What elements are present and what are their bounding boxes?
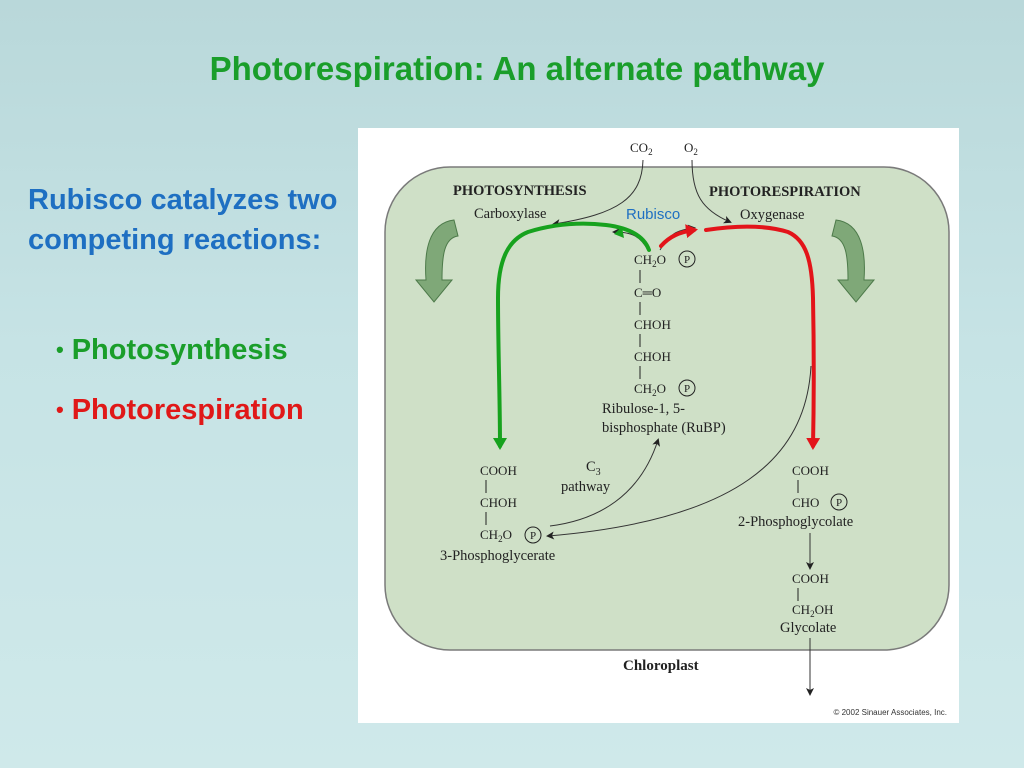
pga-structure: COOH CHOH CH2O P 3-Phosphoglycerate [440, 463, 555, 564]
svg-text:CH2O: CH2O [634, 252, 666, 269]
phosphate-icon: P [836, 497, 842, 509]
oxygenase-label: Oxygenase [740, 207, 804, 223]
phosphate-icon: P [684, 383, 690, 395]
svg-text:CHOH: CHOH [634, 317, 671, 332]
bullet-photosynthesis: •Photosynthesis [56, 334, 288, 366]
rubp-structure: CH2O P C═O CHOH CHOH CH2O P Ribulose-1, … [602, 250, 726, 436]
slide-title: Photorespiration: An alternate pathway [209, 50, 825, 87]
photorespiration-arrow [704, 224, 821, 450]
rubisco-label: Rubisco [626, 206, 680, 223]
curved-arrow-left [414, 219, 459, 303]
glycolate-structure: COOH CH2OH Glycolate [780, 571, 836, 636]
o2-input-arrow [691, 159, 732, 224]
intro-text: Rubisco catalyzes two competing reaction… [28, 184, 338, 256]
photosynthesis-arrow [492, 221, 651, 450]
curved-arrow-right [831, 219, 876, 303]
photorespiration-arrow-start [659, 224, 698, 248]
phosphoglycolate-structure: COOH CHO P 2-Phosphoglycolate [738, 463, 853, 530]
bullet-photorespiration: •Photorespiration [56, 394, 304, 426]
svg-text:Glycolate: Glycolate [780, 620, 836, 636]
svg-text:CH2O: CH2O [634, 381, 666, 398]
svg-text:CHOH: CHOH [634, 349, 671, 364]
phosphate-icon: P [684, 254, 690, 266]
chloroplast-body [384, 166, 950, 651]
svg-text:COOH: COOH [480, 463, 517, 478]
svg-text:3-Phosphoglycerate: 3-Phosphoglycerate [440, 548, 555, 564]
svg-text:Ribulose-1, 5-: Ribulose-1, 5- [602, 401, 685, 417]
svg-text:COOH: COOH [792, 463, 829, 478]
photorespiration-label: PHOTORESPIRATION [709, 184, 861, 200]
photosynthesis-arrow-head-small [614, 227, 624, 238]
pathway-figure: CO2 O2 PHOTOSYNTHESIS PHOTORESPIRATION C… [358, 128, 959, 723]
copyright-notice: © 2002 Sinauer Associates, Inc. [833, 708, 947, 717]
bullet-list: •Photosynthesis •Photorespiration [56, 330, 304, 450]
svg-text:CH2OH: CH2OH [792, 602, 833, 619]
c3-pathway-arrow [549, 438, 660, 527]
c3-label: C3 [586, 459, 601, 478]
c3-pathway-label: pathway [561, 479, 611, 495]
chloroplast-label: Chloroplast [623, 658, 699, 674]
co2-label: CO2 [630, 140, 653, 157]
recycle-arrow [546, 365, 812, 540]
co2-input-arrow [552, 159, 644, 228]
bullet-label: Photorespiration [71, 394, 304, 426]
svg-text:C═O: C═O [634, 285, 661, 300]
svg-text:2-Phosphoglycolate: 2-Phosphoglycolate [738, 514, 853, 530]
svg-text:bisphosphate (RuBP): bisphosphate (RuBP) [602, 420, 726, 436]
carboxylase-label: Carboxylase [474, 206, 546, 222]
phosphate-icon: P [530, 530, 536, 542]
o2-label: O2 [684, 140, 698, 157]
bullet-label: Photosynthesis [71, 334, 288, 366]
svg-text:CHOH: CHOH [480, 495, 517, 510]
svg-text:COOH: COOH [792, 571, 829, 586]
pathway-diagram: CO2 O2 PHOTOSYNTHESIS PHOTORESPIRATION C… [384, 140, 950, 696]
photosynthesis-label: PHOTOSYNTHESIS [453, 183, 587, 199]
svg-text:CHO: CHO [792, 495, 819, 510]
svg-text:CH2O: CH2O [480, 527, 512, 544]
